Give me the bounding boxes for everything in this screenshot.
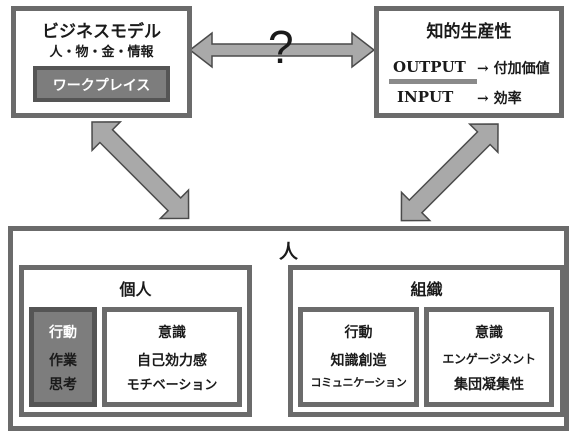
question-mark: ? bbox=[268, 21, 294, 73]
business-model-title: ビジネスモデル bbox=[42, 22, 161, 42]
individual-title: 個人 bbox=[119, 280, 152, 299]
organization-awareness-line2: 集団凝集性 bbox=[454, 377, 524, 393]
organization-awareness-line1: エンゲージメント bbox=[442, 352, 536, 366]
organization-behavior-title: 行動 bbox=[344, 325, 373, 341]
workplace-label: ワークプレイス bbox=[52, 78, 151, 94]
individual-behavior-line1: 作業 bbox=[49, 353, 77, 369]
organization-behavior-box: 行動 知識創造 コミュニケーション bbox=[298, 307, 419, 407]
individual-behavior-title: 行動 bbox=[49, 325, 77, 341]
individual-box: 個人 行動 作業 思考 意識 自己効力感 モチベーション bbox=[19, 265, 252, 417]
output-input-divider bbox=[389, 79, 477, 84]
input-result: → 効率 bbox=[477, 91, 522, 107]
output-label: OUTPUT bbox=[393, 58, 466, 76]
input-label: INPUT bbox=[397, 88, 454, 106]
double-arrow-left-diagonal bbox=[91, 121, 190, 220]
organization-behavior-line1: 知識創造 bbox=[330, 353, 387, 369]
individual-awareness-box: 意識 自己効力感 モチベーション bbox=[102, 307, 242, 407]
productivity-title: 知的生産性 bbox=[426, 22, 512, 42]
workplace-box: ワークプレイス bbox=[33, 66, 170, 102]
people-box: 人 個人 行動 作業 思考 意識 自己効力感 モチベーション 組織 行動 知識創… bbox=[8, 226, 569, 431]
double-arrow-right-diagonal bbox=[400, 123, 499, 222]
organization-awareness-box: 意識 エンゲージメント 集団凝集性 bbox=[424, 307, 554, 407]
individual-awareness-title: 意識 bbox=[158, 325, 186, 341]
business-model-subtitle: 人・物・金・情報 bbox=[49, 45, 154, 60]
individual-awareness-line1: 自己効力感 bbox=[137, 353, 207, 369]
output-result: → 付加価値 bbox=[477, 61, 550, 77]
individual-awareness-line2: モチベーション bbox=[126, 378, 218, 393]
people-title: 人 bbox=[278, 241, 298, 263]
organization-title: 組織 bbox=[410, 280, 443, 299]
organization-awareness-title: 意識 bbox=[475, 325, 503, 341]
organization-box: 組織 行動 知識創造 コミュニケーション 意識 エンゲージメント 集団凝集性 bbox=[288, 265, 565, 417]
individual-behavior-line2: 思考 bbox=[49, 377, 77, 393]
business-model-box: ビジネスモデル 人・物・金・情報 ワークプレイス bbox=[11, 6, 192, 118]
productivity-box: 知的生産性 OUTPUT → 付加価値 INPUT → 効率 bbox=[374, 6, 564, 118]
organization-behavior-line2: コミュニケーション bbox=[310, 376, 407, 389]
individual-behavior-box: 行動 作業 思考 bbox=[29, 307, 97, 407]
